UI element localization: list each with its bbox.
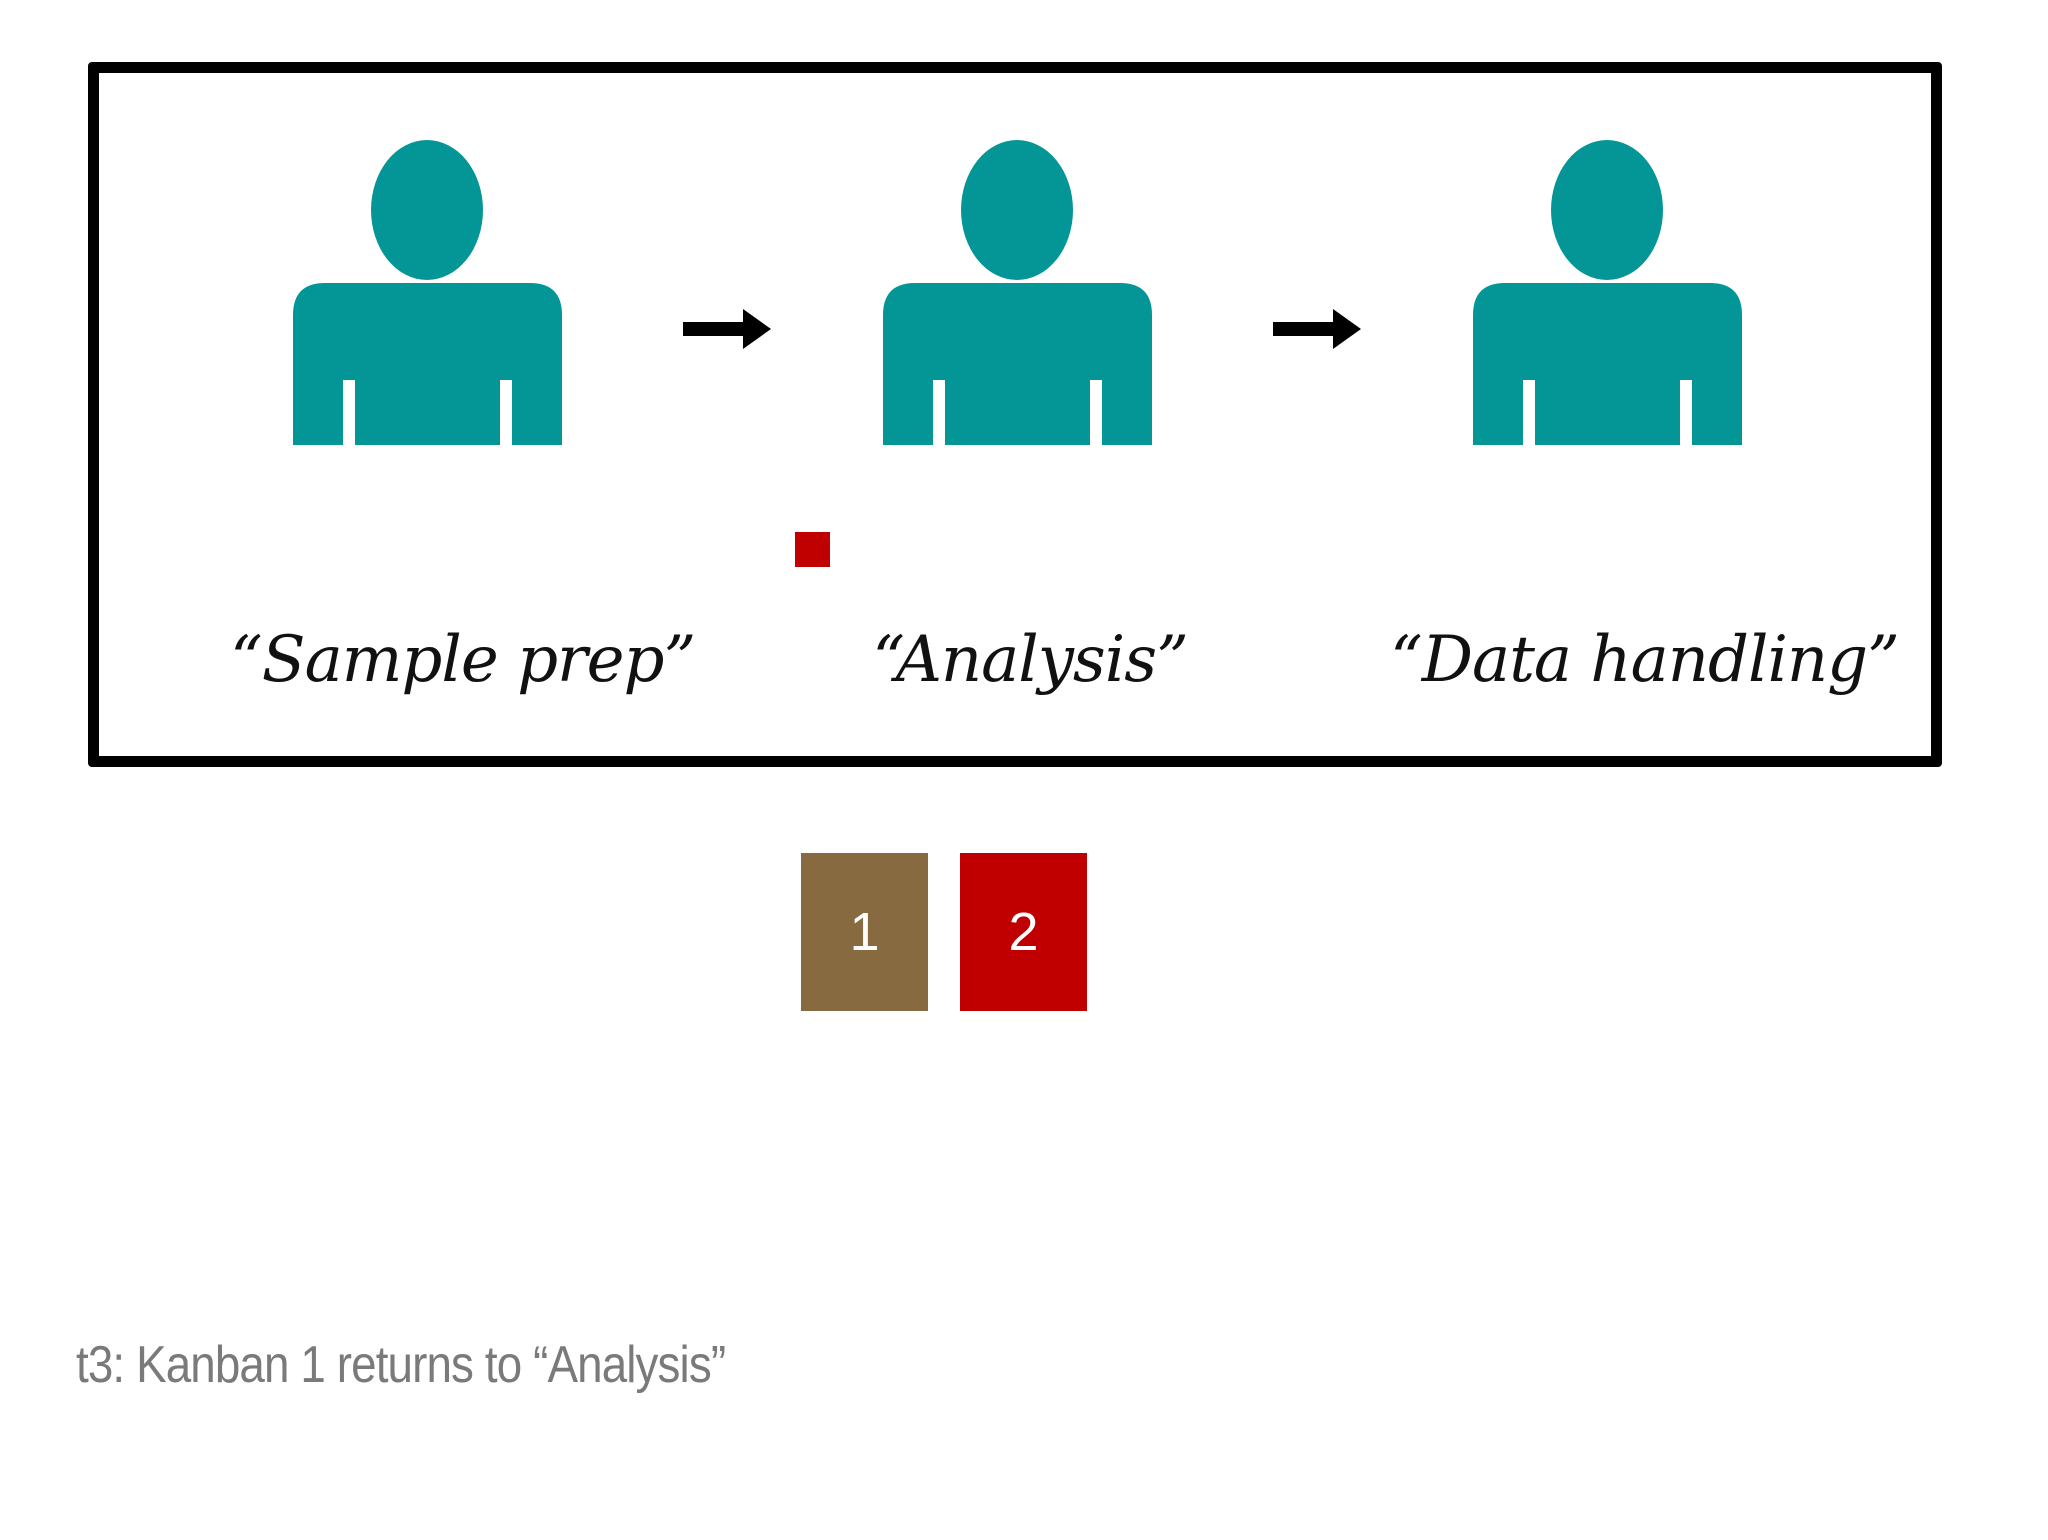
kanban-marker xyxy=(795,532,830,567)
stage-label-analysis: “Analysis” xyxy=(872,623,1189,697)
arrow-right-icon xyxy=(683,309,771,349)
slide-caption: t3: Kanban 1 returns to “Analysis” xyxy=(76,1336,726,1394)
arrow-right-icon xyxy=(1273,309,1361,349)
stage-label-sample-prep: “Sample prep” xyxy=(230,623,696,697)
kanban-card-1: 1 xyxy=(801,853,928,1011)
person-icon xyxy=(1473,140,1742,445)
kanban-card-2: 2 xyxy=(960,853,1087,1011)
person-icon xyxy=(293,140,562,445)
stage-label-data-handling: “Data handling” xyxy=(1390,623,1900,697)
person-icon xyxy=(883,140,1152,445)
